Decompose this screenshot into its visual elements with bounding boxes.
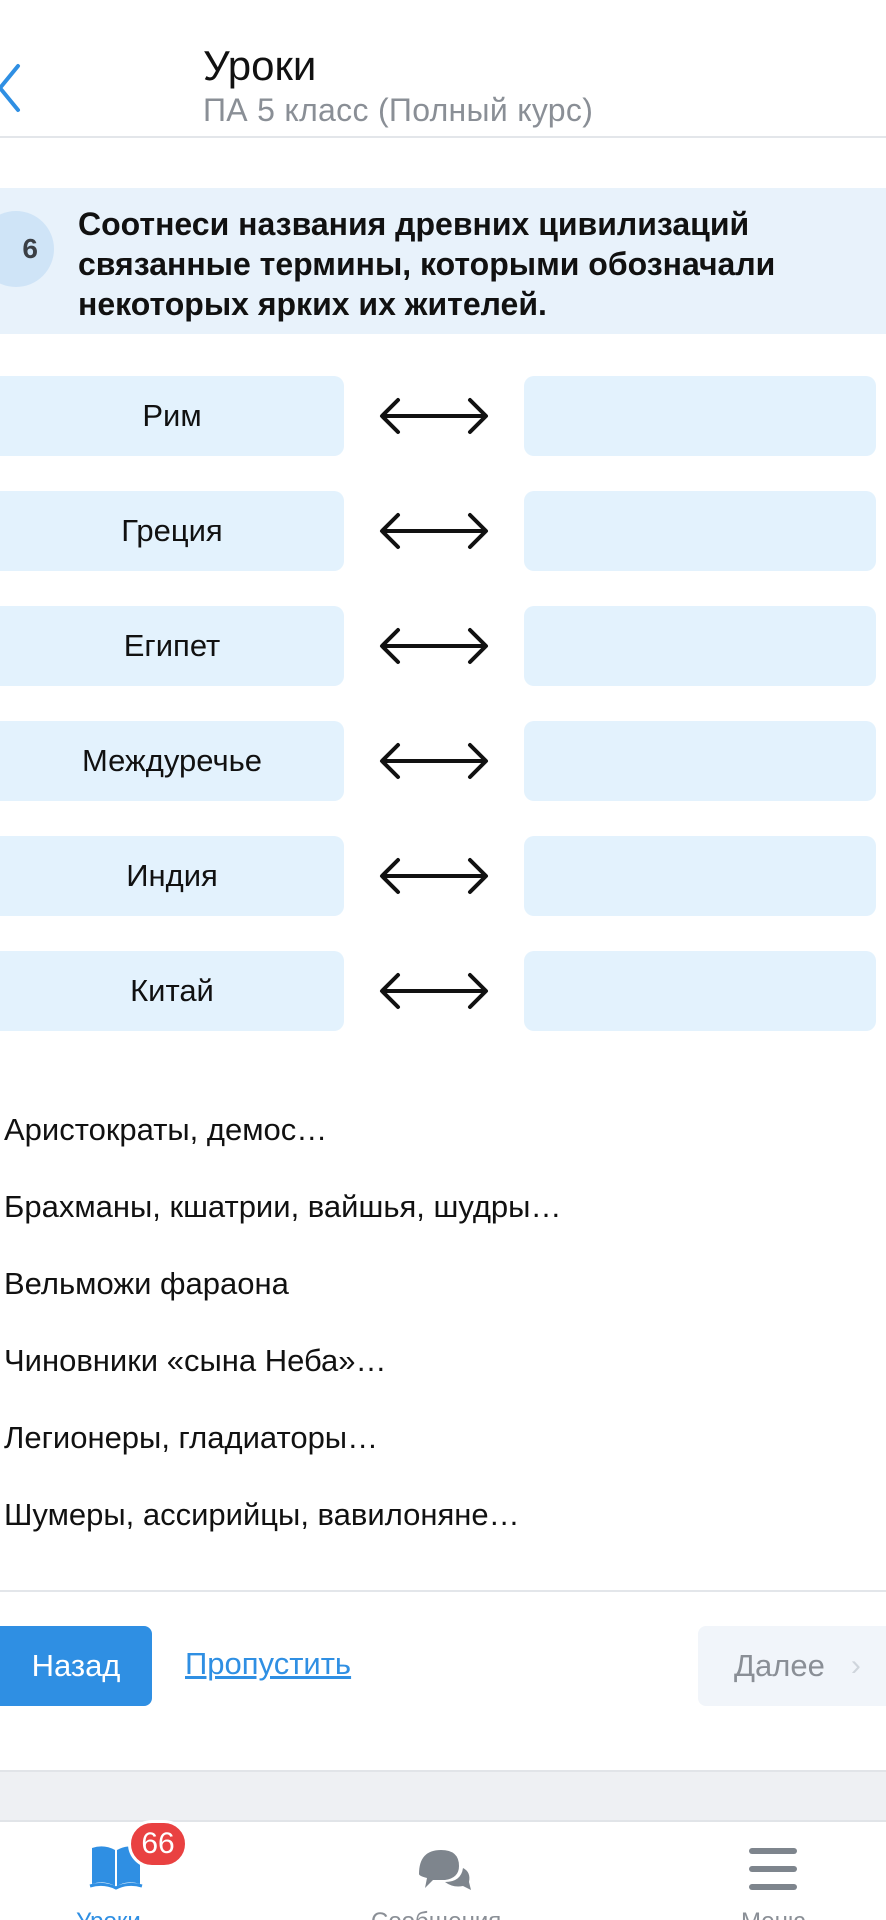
tab-lessons[interactable]: 66 Уроки bbox=[0, 1820, 295, 1920]
match-row: Китай bbox=[0, 951, 886, 1031]
match-left-label: Китай bbox=[130, 973, 214, 1008]
match-drop-slot[interactable] bbox=[524, 491, 876, 571]
chevron-right-icon: › bbox=[850, 1649, 861, 1682]
back-chevron-icon[interactable] bbox=[0, 62, 22, 114]
match-left-item: Египет bbox=[0, 606, 344, 686]
match-row: Греция bbox=[0, 491, 886, 571]
answer-option[interactable]: Аристократы, демос… bbox=[4, 1112, 328, 1147]
skip-link[interactable]: Пропустить bbox=[185, 1646, 352, 1681]
double-arrow-icon bbox=[380, 398, 488, 434]
answer-option[interactable]: Чиновники «сына Неба»… bbox=[4, 1343, 387, 1378]
match-row: Египет bbox=[0, 606, 886, 686]
tab-label: Сообщения bbox=[371, 1908, 501, 1920]
next-button-label: Далее bbox=[734, 1648, 825, 1683]
tab-label: Уроки bbox=[76, 1908, 141, 1920]
header: Уроки ПА 5 класс (Полный курс) bbox=[0, 0, 886, 138]
match-left-item: Междуречье bbox=[0, 721, 344, 801]
match-drop-slot[interactable] bbox=[524, 721, 876, 801]
tab-messages[interactable]: Сообщения bbox=[295, 1822, 591, 1920]
match-row: Индия bbox=[0, 836, 886, 916]
question-block: 6 Соотнеси названия древних цивилизаций … bbox=[0, 188, 886, 334]
match-left-label: Индия bbox=[126, 858, 218, 893]
match-left-item: Китай bbox=[0, 951, 344, 1031]
match-left-item: Рим bbox=[0, 376, 344, 456]
divider bbox=[0, 1590, 886, 1592]
answer-option[interactable]: Шумеры, ассирийцы, вавилоняне… bbox=[4, 1497, 520, 1532]
match-drop-slot[interactable] bbox=[524, 836, 876, 916]
chat-bubbles-icon bbox=[419, 1850, 471, 1890]
match-drop-slot[interactable] bbox=[524, 376, 876, 456]
back-button[interactable]: Назад bbox=[0, 1626, 152, 1706]
tab-label: Меню bbox=[741, 1908, 806, 1920]
header-title: Уроки bbox=[203, 42, 317, 89]
match-drop-slot[interactable] bbox=[524, 606, 876, 686]
answer-option[interactable]: Легионеры, гладиаторы… bbox=[4, 1420, 379, 1455]
match-row: Рим bbox=[0, 376, 886, 456]
question-text: Соотнеси названия древних цивилизаций св… bbox=[78, 206, 776, 322]
double-arrow-icon bbox=[380, 513, 488, 549]
next-button[interactable]: Далее › bbox=[698, 1626, 886, 1706]
match-left-label: Египет bbox=[123, 628, 221, 663]
match-left-item: Греция bbox=[0, 491, 344, 571]
match-left-label: Рим bbox=[142, 398, 202, 433]
match-row: Междуречье bbox=[0, 721, 886, 801]
double-arrow-icon bbox=[380, 743, 488, 779]
double-arrow-icon bbox=[380, 858, 488, 894]
notification-badge: 66 bbox=[128, 1820, 188, 1868]
match-drop-slot[interactable] bbox=[524, 951, 876, 1031]
double-arrow-icon bbox=[380, 973, 488, 1009]
header-subtitle: ПА 5 класс (Полный курс) bbox=[203, 92, 594, 128]
tab-bar: 66 Уроки Сообщения Меню bbox=[0, 1820, 886, 1920]
match-left-label: Греция bbox=[121, 513, 223, 548]
answer-option[interactable]: Брахманы, кшатрии, вайшья, шудры… bbox=[4, 1189, 562, 1224]
answer-option[interactable]: Вельможи фараона bbox=[4, 1266, 289, 1301]
spacer-band bbox=[0, 1770, 886, 1820]
match-left-item: Индия bbox=[0, 836, 344, 916]
match-left-label: Междуречье bbox=[81, 743, 263, 778]
question-number: 6 bbox=[0, 211, 54, 287]
tab-menu[interactable]: Меню bbox=[591, 1822, 886, 1920]
hamburger-menu-icon bbox=[749, 1848, 797, 1890]
double-arrow-icon bbox=[380, 628, 488, 664]
